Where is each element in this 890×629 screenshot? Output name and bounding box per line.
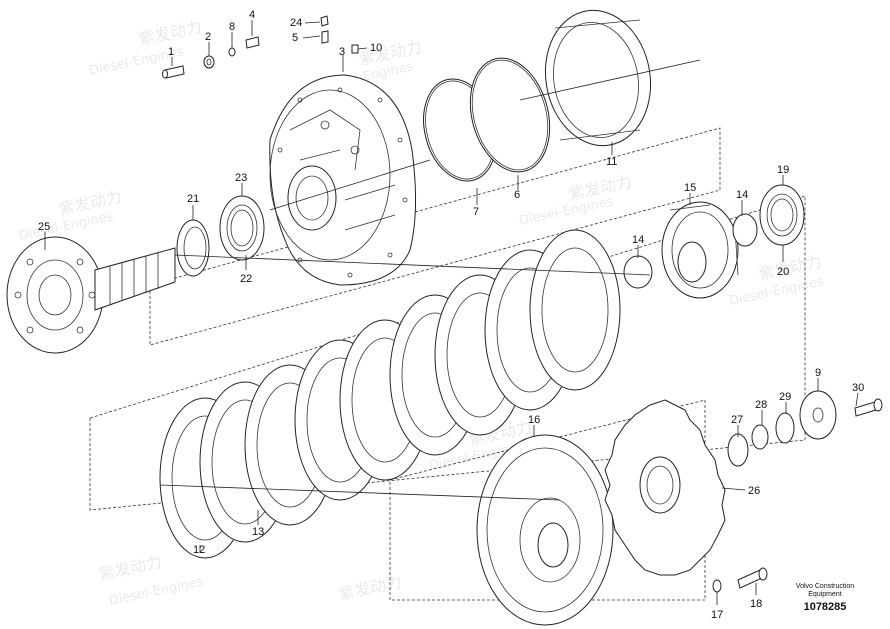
callout-label: 9 bbox=[815, 367, 821, 379]
callout-label: 15 bbox=[684, 182, 696, 194]
part-seal-ring bbox=[176, 219, 210, 277]
part-snap-ring bbox=[732, 213, 758, 247]
leader-lines bbox=[44, 20, 859, 605]
part-o-ring bbox=[469, 57, 551, 173]
frame-clutch-pack bbox=[89, 195, 806, 511]
part-sprocket bbox=[604, 399, 726, 576]
part-washer bbox=[712, 579, 722, 593]
callout-label: 8 bbox=[229, 21, 235, 33]
part-output-flange-shaft bbox=[6, 236, 176, 354]
callout-label: 17 bbox=[711, 609, 723, 621]
part-clutch-discs bbox=[159, 229, 621, 559]
watermark-en: Diesel-Engines bbox=[518, 194, 615, 229]
brand-line1: Volvo Construction bbox=[795, 583, 855, 590]
callout-label: 14 bbox=[736, 189, 748, 201]
callout-label: 1 bbox=[168, 46, 174, 58]
callout-label: 7 bbox=[473, 206, 479, 218]
callout-label: 20 bbox=[777, 266, 789, 278]
drawing-footer: Volvo Construction Equipment 1078285 bbox=[790, 583, 860, 613]
part-lock-plate bbox=[727, 433, 749, 467]
watermark-cn: 紫发动力 bbox=[97, 552, 164, 584]
callout-label: 2 bbox=[205, 31, 211, 43]
part-washer bbox=[751, 424, 769, 450]
callout-label: 26 bbox=[748, 485, 760, 497]
callout-label: 21 bbox=[187, 193, 199, 205]
part-small-fasteners bbox=[162, 15, 359, 79]
brand-line2: Equipment bbox=[808, 591, 842, 598]
part-planet-carrier bbox=[661, 201, 739, 299]
part-hub bbox=[476, 434, 614, 626]
watermark-cn: 紫发动力 bbox=[337, 572, 404, 604]
part-lock-plate bbox=[775, 412, 795, 444]
callout-label: 29 bbox=[779, 391, 791, 403]
callout-label: 10 bbox=[370, 42, 382, 54]
callout-label: 22 bbox=[240, 273, 252, 285]
callout-label: 4 bbox=[249, 9, 255, 21]
part-bearing bbox=[219, 195, 265, 261]
callout-label: 24 bbox=[290, 17, 302, 29]
callout-label: 5 bbox=[292, 32, 298, 44]
callout-label: 6 bbox=[514, 189, 520, 201]
callout-label: 13 bbox=[252, 526, 264, 538]
callout-label: 30 bbox=[852, 382, 864, 394]
callout-label: 3 bbox=[339, 46, 345, 58]
drawing-number: 1078285 bbox=[803, 601, 847, 613]
watermark-en: Diesel-Engines bbox=[108, 574, 205, 609]
part-cover-ring bbox=[544, 9, 652, 147]
callout-label: 23 bbox=[235, 172, 247, 184]
part-snap-ring bbox=[623, 255, 653, 289]
callout-label: 16 bbox=[528, 414, 540, 426]
callout-label: 25 bbox=[38, 221, 50, 233]
frame-hub bbox=[389, 399, 706, 601]
part-bearing bbox=[759, 184, 805, 246]
part-bolt bbox=[854, 398, 883, 417]
callout-labels: 1 2 8 4 24 5 3 10 7 6 11 25 21 23 22 15 … bbox=[38, 9, 864, 621]
callout-label: 11 bbox=[606, 156, 617, 168]
callout-label: 28 bbox=[755, 399, 767, 411]
callout-label: 14 bbox=[632, 234, 644, 246]
callout-label: 18 bbox=[750, 598, 762, 610]
callout-label: 12 bbox=[193, 544, 205, 556]
watermark-cn: 紫发动力 bbox=[137, 17, 204, 49]
callout-label: 27 bbox=[731, 414, 743, 426]
part-end-plate bbox=[799, 390, 837, 440]
callout-label: 19 bbox=[777, 164, 789, 176]
part-housing bbox=[269, 74, 417, 286]
part-bolt bbox=[737, 567, 768, 589]
